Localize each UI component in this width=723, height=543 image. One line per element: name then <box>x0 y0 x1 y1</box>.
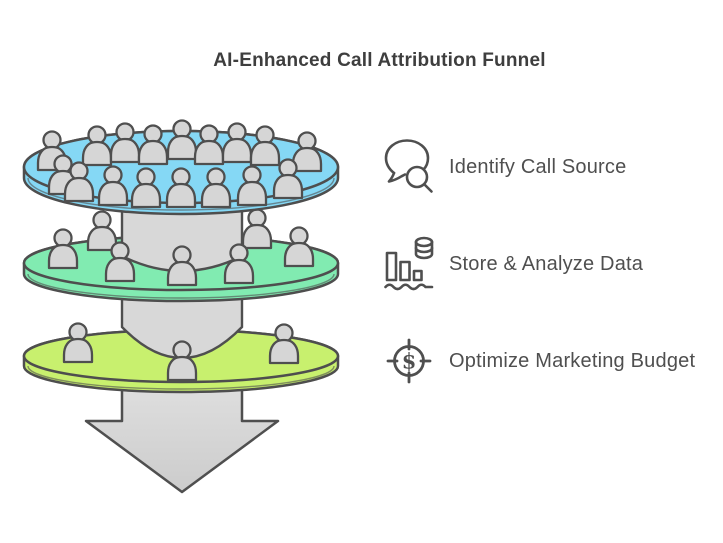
person-icon <box>62 322 94 364</box>
legend-label: Identify Call Source <box>449 155 627 178</box>
person-icon <box>249 125 281 167</box>
legend-label: Store & Analyze Data <box>449 252 644 275</box>
person-icon <box>221 122 253 164</box>
dollar-target-icon: $ <box>386 338 432 384</box>
person-icon <box>81 125 113 167</box>
person-icon <box>109 122 141 164</box>
chat-search-icon <box>384 139 433 193</box>
page-title: AI-Enhanced Call Attribution Funnel <box>213 50 546 71</box>
legend-label: Optimize Marketing Budget <box>449 349 696 372</box>
person-icon <box>241 208 273 250</box>
legend-row-optimize-marketing-budget: $ Optimize Marketing Budget <box>384 332 714 390</box>
legend-row-store-analyze-data: Store & Analyze Data <box>384 235 714 293</box>
person-icon <box>166 119 198 161</box>
person-icon <box>268 323 300 365</box>
dollar-sign: $ <box>402 349 417 374</box>
person-icon <box>283 226 315 268</box>
person-icon <box>47 228 79 270</box>
bar-chart-database-icon <box>384 236 434 291</box>
person-icon <box>86 210 118 252</box>
legend-row-identify-call-source: Identify Call Source <box>384 138 714 196</box>
